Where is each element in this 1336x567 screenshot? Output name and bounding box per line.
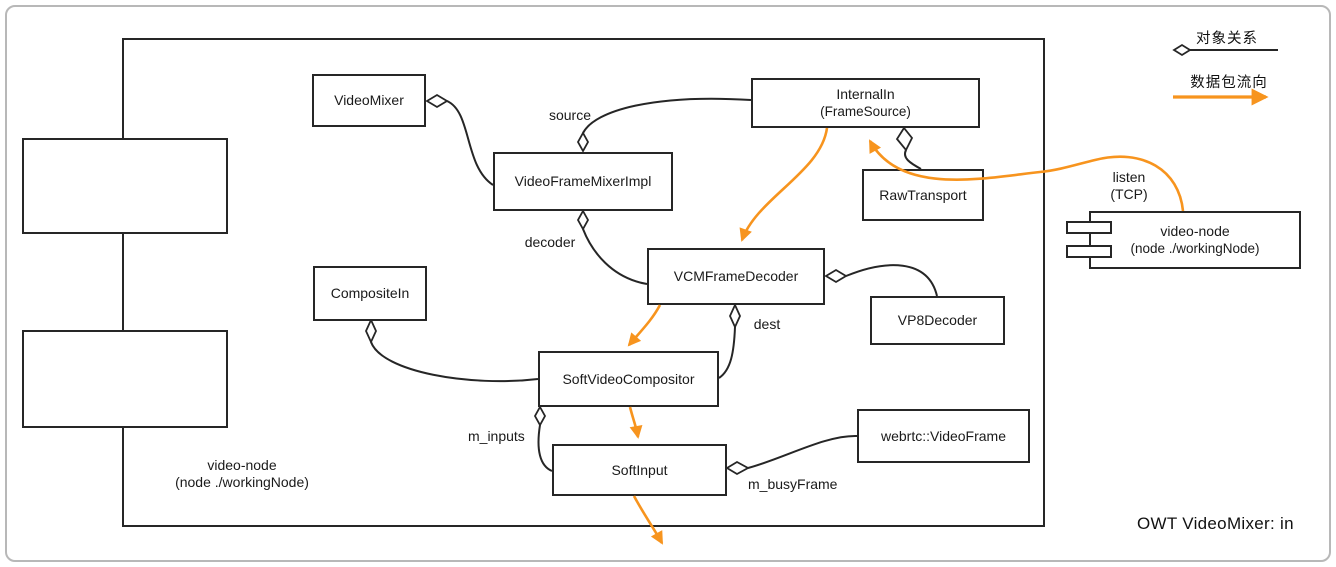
node-videomixer: VideoMixer [312, 74, 426, 127]
node-softinput-label: SoftInput [611, 461, 668, 478]
edge-label-dest: dest [753, 316, 781, 332]
container-caption-line2: (node ./workingNode) [175, 474, 309, 490]
node-compositein-label: CompositeIn [330, 285, 410, 301]
node-rawtransport-label: RawTransport [879, 186, 967, 203]
legend-object-relation-label: 对象关系 [1196, 31, 1258, 47]
component-tab-bottom [1066, 245, 1112, 258]
diamond-m-inputs [533, 405, 547, 427]
edge-label-m-inputs: m_inputs [468, 428, 525, 444]
node-internalin: InternalIn (FrameSource) [751, 78, 980, 128]
node-webrtcvideoframe: webrtc::VideoFrame [857, 409, 1030, 463]
node-videoframemixerimpl: VideoFrameMixerImpl [493, 152, 673, 211]
edge-label-decoder: decoder [524, 234, 576, 250]
edge-source [582, 97, 752, 134]
node-vcmframedecoder: VCMFrameDecoder [647, 248, 825, 305]
edge-vcm-vp8 [845, 264, 938, 297]
diamond-internalin [895, 126, 914, 152]
legend-diamond [1172, 43, 1192, 57]
edge-dest [718, 326, 736, 379]
edge-label-source: source [548, 107, 592, 123]
node-internalin-label-line1: InternalIn [836, 86, 895, 102]
edge-internalin-rawtransport [904, 149, 922, 170]
edge-label-listen-line1: listen [1112, 169, 1146, 185]
diamond-m-busyframe [725, 460, 750, 476]
node-softvideocompositor-label: SoftVideoCompositor [562, 370, 695, 387]
edge-label-listen: listen (TCP) [1110, 169, 1147, 203]
node-rawtransport: RawTransport [862, 169, 984, 221]
edge-label-listen-line2: (TCP) [1110, 186, 1148, 202]
edge-decoder [582, 228, 648, 285]
diagram-title: OWT VideoMixer: in [1137, 514, 1294, 533]
empty-node-box-1 [22, 138, 228, 234]
node-videomixer-label: VideoMixer [334, 92, 404, 108]
node-webrtcvideoframe-label: webrtc::VideoFrame [880, 427, 1006, 444]
composition-diamonds [365, 43, 1192, 476]
container-caption: video-node (node ./workingNode) [175, 457, 309, 491]
diamond-videomixer [425, 93, 449, 109]
edge-videomixer-vfmi [446, 100, 494, 186]
node-softvideocompositor: SoftVideoCompositor [538, 351, 719, 407]
component-video-node-label-line1: video-node [1160, 223, 1230, 239]
node-softinput: SoftInput [552, 444, 727, 496]
node-vp8decoder-label: VP8Decoder [897, 312, 978, 328]
edge-label-m-busyframe: m_busyFrame [748, 476, 838, 492]
node-compositein: CompositeIn [313, 266, 427, 321]
diamond-decoder [576, 209, 590, 231]
diamond-compositein [365, 317, 377, 345]
legend-data-flow-label: 数据包流向 [1190, 75, 1268, 91]
component-tab-top [1066, 221, 1112, 234]
component-video-node-label-line2: (node ./workingNode) [1130, 241, 1260, 256]
node-vcmframedecoder-label: VCMFrameDecoder [673, 268, 799, 284]
node-internalin-label-line2: (FrameSource) [820, 104, 911, 119]
node-videoframemixerimpl-label: VideoFrameMixerImpl [514, 173, 652, 189]
node-vp8decoder: VP8Decoder [870, 296, 1005, 345]
edge-m-busyframe [747, 434, 858, 469]
empty-node-box-2 [22, 330, 228, 428]
node-container-border [122, 38, 1045, 527]
edge-compositein-svc [370, 341, 539, 383]
container-caption-line1: video-node [207, 457, 277, 473]
diamond-vcm-vp8 [824, 268, 848, 284]
diamond-source [576, 131, 590, 153]
component-video-node: video-node (node ./workingNode) [1089, 211, 1301, 269]
diamond-dest [729, 302, 741, 330]
edge-m-inputs [537, 424, 553, 472]
